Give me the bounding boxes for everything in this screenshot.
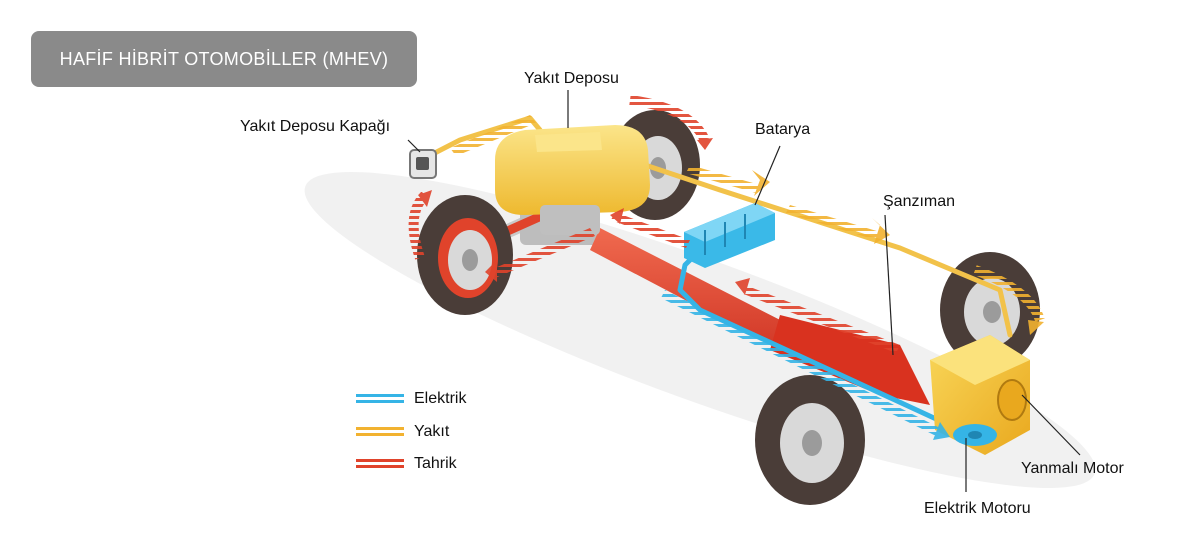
combustion-engine (930, 335, 1030, 455)
legend-label-electric: Elektrik (414, 390, 467, 407)
label-fuel-tank: Yakıt Deposu (524, 70, 619, 87)
diagram-title-badge: HAFİF HİBRİT OTOMOBİLLER (MHEV) (31, 31, 417, 87)
label-transmission: Şanzıman (883, 193, 956, 210)
label-fuel-cap: Yakıt Deposu Kapağı (240, 118, 391, 135)
label-engine: Yanmalı Motor (1021, 460, 1124, 477)
legend-label-drive: Tahrik (414, 455, 457, 472)
wheel-rear-left (417, 195, 513, 315)
legend-item-fuel: Yakıt (356, 423, 449, 441)
legend-item-electric: Elektrik (356, 390, 466, 408)
legend-label-fuel: Yakıt (414, 423, 450, 440)
electric-flow-arrows (661, 290, 950, 440)
legend-swatch-fuel (356, 427, 404, 437)
battery-pack (684, 203, 775, 268)
label-electric-motor: Elektrik Motoru (924, 500, 1031, 517)
wheel-front-left (755, 375, 865, 505)
electric-motor-unit (953, 424, 997, 446)
legend-swatch-drive (356, 459, 404, 469)
diagram-title: HAFİF HİBRİT OTOMOBİLLER (MHEV) (59, 48, 389, 69)
leader-lines (407, 90, 1081, 492)
fuel-tank (495, 125, 650, 235)
label-battery: Batarya (755, 121, 811, 138)
fuel-cap (409, 149, 437, 179)
fuel-line (422, 115, 1013, 338)
fuel-flow-arrows (450, 115, 1045, 335)
drive-flow-arrows (408, 95, 900, 353)
legend-item-drive: Tahrik (356, 455, 457, 473)
wheel-front-right (940, 252, 1040, 368)
legend-swatch-electric (356, 394, 404, 404)
drive-shaft (590, 228, 930, 405)
